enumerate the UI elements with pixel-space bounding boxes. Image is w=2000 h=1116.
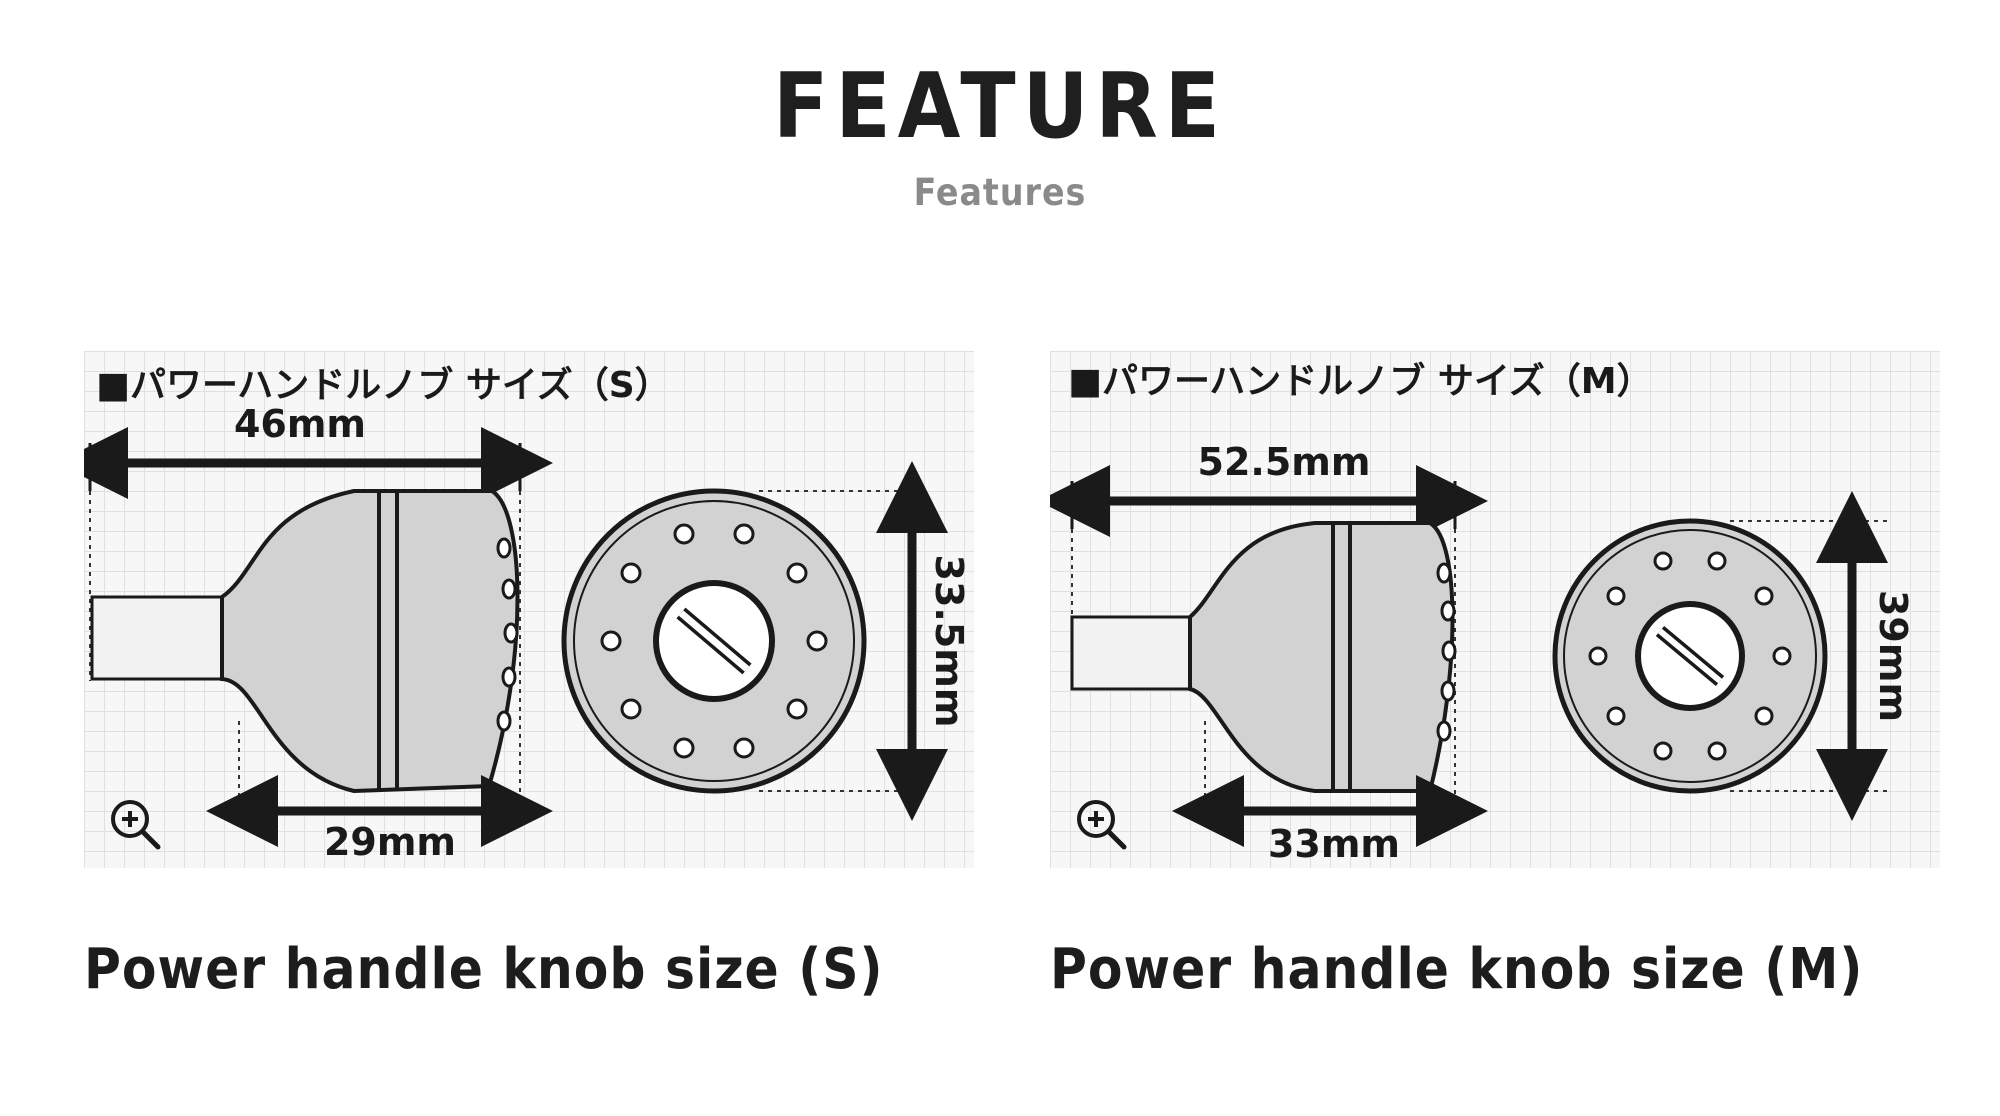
body-length-label: 33mm [1268, 822, 1400, 866]
knob-diagram-svg-s: ■パワーハンドルノブ サイズ（S） 46mm [84, 351, 974, 868]
total-length-label: 46mm [234, 402, 366, 446]
body-length-label: 29mm [324, 820, 456, 864]
knob-front-view [561, 488, 867, 794]
figure-heading: ■パワーハンドルノブ サイズ（M） [1068, 360, 1653, 402]
card-caption: Power handle knob size (M) [1050, 937, 1864, 1002]
diameter-label: 39mm [1871, 590, 1915, 722]
knob-side-view [90, 489, 520, 794]
figure-heading: ■パワーハンドルノブ サイズ（S） [96, 364, 671, 406]
knob-diagram-m[interactable]: ■パワーハンドルノブ サイズ（M） 52.5mm [1050, 351, 1940, 868]
section-title: FEATURE [773, 54, 1227, 159]
knob-side-view [1070, 521, 1457, 793]
zoom-in-icon[interactable] [1070, 793, 1134, 857]
zoom-in-icon[interactable] [104, 793, 168, 857]
feature-card-s: ■パワーハンドルノブ サイズ（S） 46mm [84, 351, 974, 1002]
feature-card-m: ■パワーハンドルノブ サイズ（M） 52.5mm [1050, 351, 1940, 1002]
knob-diagram-svg-m: ■パワーハンドルノブ サイズ（M） 52.5mm [1050, 351, 1940, 868]
card-caption: Power handle knob size (S) [84, 937, 884, 1002]
diameter-label: 33.5mm [927, 555, 971, 728]
section-subtitle: Features [913, 171, 1087, 214]
knob-diagram-s[interactable]: ■パワーハンドルノブ サイズ（S） 46mm [84, 351, 974, 868]
knob-front-view [1552, 518, 1828, 794]
total-length-label: 52.5mm [1198, 440, 1371, 484]
